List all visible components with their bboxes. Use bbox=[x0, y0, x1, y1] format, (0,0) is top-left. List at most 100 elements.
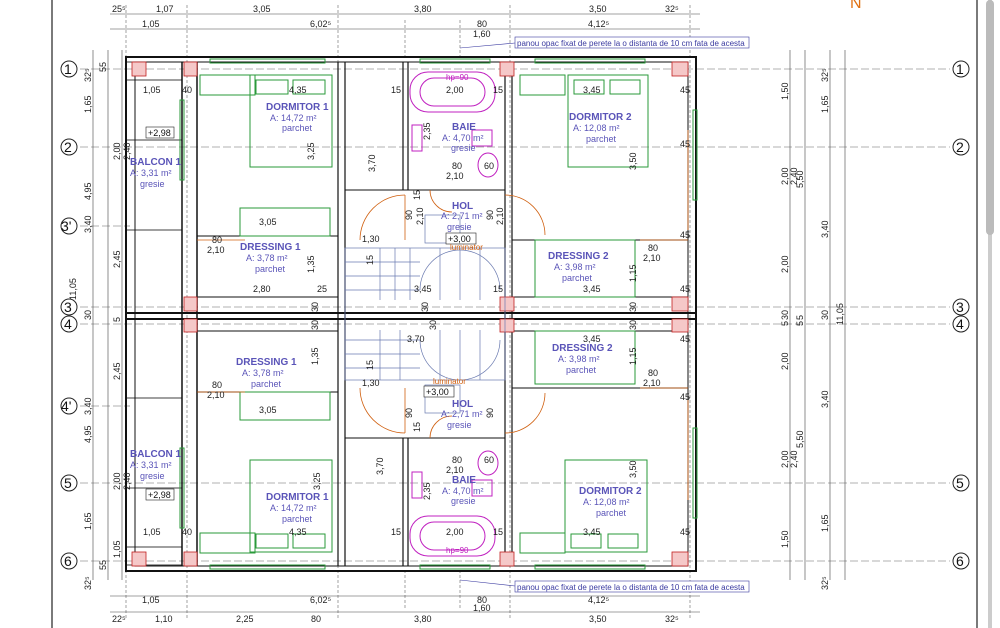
svg-text:1,05: 1,05 bbox=[142, 19, 160, 29]
svg-text:1,30: 1,30 bbox=[362, 234, 380, 244]
svg-text:30: 30 bbox=[820, 310, 830, 320]
axis-label: 2 bbox=[956, 139, 964, 155]
axis-bubbles-right: 1 2 3 4 5 6 bbox=[952, 60, 970, 570]
room-area: A: 14,72 m² bbox=[270, 113, 317, 123]
room-area: A: 3,31 m² bbox=[130, 168, 172, 178]
room-floor: parchet bbox=[586, 134, 617, 144]
svg-text:30: 30 bbox=[310, 302, 320, 312]
svg-text:2,10: 2,10 bbox=[415, 207, 425, 225]
room-labels: DORMITOR 1 A: 14,72 m² parchet BAIE A: 4… bbox=[130, 102, 642, 524]
svg-text:32⁵: 32⁵ bbox=[820, 576, 830, 590]
axis-label: 4' bbox=[61, 398, 71, 414]
svg-text:30: 30 bbox=[428, 320, 438, 330]
svg-text:2,40: 2,40 bbox=[122, 472, 132, 490]
svg-text:3,40: 3,40 bbox=[820, 220, 830, 238]
room-area: A: 2,71 m² bbox=[441, 211, 483, 221]
svg-text:+3,00: +3,00 bbox=[426, 387, 449, 397]
north-label: N bbox=[850, 0, 862, 12]
svg-text:6,02⁵: 6,02⁵ bbox=[310, 19, 332, 29]
svg-text:1,30: 1,30 bbox=[362, 378, 380, 388]
interior-vertical-dimensions: 3,25 3,70 3,50 2,35 1,35 1,35 1,15 1,15 … bbox=[306, 122, 638, 500]
svg-text:2,35: 2,35 bbox=[422, 122, 432, 140]
svg-text:6,02⁵: 6,02⁵ bbox=[310, 595, 332, 605]
room-floor: gresie bbox=[447, 420, 472, 430]
room-name: DRESSING 2 bbox=[548, 251, 609, 262]
svg-text:15: 15 bbox=[365, 255, 375, 265]
room-area: A: 12,08 m² bbox=[583, 497, 630, 507]
svg-text:55: 55 bbox=[98, 62, 108, 72]
room-floor: parchet bbox=[282, 514, 313, 524]
svg-text:3,45: 3,45 bbox=[583, 284, 601, 294]
svg-text:80: 80 bbox=[452, 161, 462, 171]
svg-text:2,00: 2,00 bbox=[446, 527, 464, 537]
room-name: DORMITOR 1 bbox=[266, 102, 329, 113]
svg-text:2,35: 2,35 bbox=[422, 482, 432, 500]
room-floor: parchet bbox=[596, 508, 627, 518]
bottom-dimensions: 1,05 6,02⁵ 80 4,12⁵ 1,60 22⁵ 1,10 2,25 8… bbox=[112, 595, 679, 624]
interior-dimensions: 1,05 40 4,35 15 2,00 15 3,45 45 80 2,10 … bbox=[143, 85, 690, 537]
right-dimension-lines bbox=[789, 50, 846, 580]
svg-text:80: 80 bbox=[648, 243, 658, 253]
svg-text:3,45: 3,45 bbox=[414, 284, 432, 294]
note-box bbox=[514, 580, 750, 593]
svg-text:3,25: 3,25 bbox=[306, 142, 316, 160]
svg-text:45: 45 bbox=[680, 284, 690, 294]
svg-text:60: 60 bbox=[484, 161, 494, 171]
room-floor: parchet bbox=[566, 365, 597, 375]
svg-text:5: 5 bbox=[795, 321, 805, 326]
svg-text:3,40: 3,40 bbox=[820, 390, 830, 408]
bath-label-hp: hp=90 bbox=[446, 546, 469, 555]
svg-text:30: 30 bbox=[780, 310, 790, 320]
svg-text:22⁵: 22⁵ bbox=[112, 614, 126, 624]
svg-text:45: 45 bbox=[680, 230, 690, 240]
axis-label: 2 bbox=[64, 139, 72, 155]
note-text: panou opac fixat de perete la o distanta… bbox=[517, 39, 745, 48]
room-name: DORMITOR 1 bbox=[266, 492, 329, 503]
svg-text:1,05: 1,05 bbox=[112, 540, 122, 558]
room-area: A: 12,08 m² bbox=[573, 123, 620, 133]
room-area: A: 3,98 m² bbox=[558, 354, 600, 364]
svg-text:30: 30 bbox=[83, 310, 93, 320]
svg-text:3,70: 3,70 bbox=[367, 154, 377, 172]
svg-text:45: 45 bbox=[680, 334, 690, 344]
bathroom-fixtures bbox=[409, 71, 499, 557]
svg-text:3,45: 3,45 bbox=[583, 334, 601, 344]
top-dimensions: 25⁵ 1,07 3,05 3,80 3,50 32⁵ 1,05 6,02⁵ 8… bbox=[112, 4, 679, 39]
svg-text:5: 5 bbox=[112, 317, 122, 322]
room-name: DRESSING 1 bbox=[240, 242, 301, 253]
svg-text:2,40: 2,40 bbox=[789, 450, 799, 468]
left-dimension-lines bbox=[92, 50, 123, 580]
room-name: HOL bbox=[452, 201, 473, 212]
svg-text:5: 5 bbox=[780, 321, 790, 326]
svg-text:3,40: 3,40 bbox=[83, 397, 93, 415]
svg-text:1,65: 1,65 bbox=[820, 95, 830, 113]
svg-text:1,65: 1,65 bbox=[820, 514, 830, 532]
room-name: BAIE bbox=[452, 475, 476, 486]
scrollbar-thumb[interactable] bbox=[986, 0, 994, 235]
room-name: BALCON 1 bbox=[130, 449, 182, 460]
svg-text:1,05: 1,05 bbox=[143, 85, 161, 95]
svg-text:+2,98: +2,98 bbox=[148, 128, 171, 138]
svg-text:15: 15 bbox=[412, 190, 422, 200]
svg-text:2,80: 2,80 bbox=[253, 284, 271, 294]
top-dimension-lines bbox=[110, 13, 700, 613]
room-area: A: 3,78 m² bbox=[246, 253, 288, 263]
svg-text:1,15: 1,15 bbox=[628, 264, 638, 282]
room-area: A: 3,98 m² bbox=[554, 262, 596, 272]
note-text: panou opac fixat de perete la o distanta… bbox=[517, 583, 745, 592]
axis-label: 4 bbox=[64, 316, 72, 332]
svg-text:1,65: 1,65 bbox=[83, 512, 93, 530]
svg-text:4,35: 4,35 bbox=[289, 527, 307, 537]
svg-text:80: 80 bbox=[477, 19, 487, 29]
room-area: A: 3,31 m² bbox=[130, 460, 172, 470]
doors bbox=[197, 130, 689, 500]
svg-text:60: 60 bbox=[484, 455, 494, 465]
svg-text:3,50: 3,50 bbox=[628, 152, 638, 170]
svg-text:2,25: 2,25 bbox=[236, 614, 254, 624]
svg-text:+3,00: +3,00 bbox=[448, 234, 471, 244]
svg-text:2,45: 2,45 bbox=[112, 362, 122, 380]
axis-label: 3 bbox=[956, 299, 964, 315]
svg-text:2,00: 2,00 bbox=[780, 450, 790, 468]
svg-text:4,35: 4,35 bbox=[289, 85, 307, 95]
